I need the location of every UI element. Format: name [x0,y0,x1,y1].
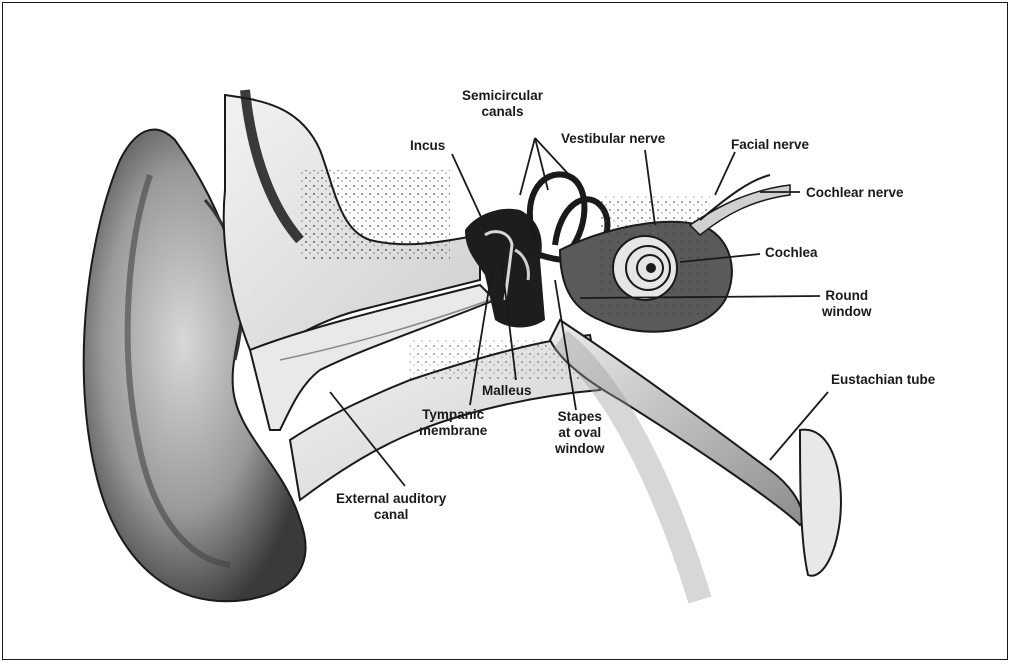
label-eustachian-tube: Eustachian tube [831,372,935,388]
label-tympanic-membrane: Tympanic membrane [419,407,487,439]
eustachian-tube [550,320,841,600]
canals-leader-line-1 [520,138,535,195]
label-semicircular-canals: Semicircular canals [462,88,543,120]
incus-leader-line [452,154,487,230]
facial-nerve-leader-line [715,152,735,195]
label-malleus: Malleus [482,383,532,399]
label-round-window: Round window [822,288,872,320]
label-cochlea: Cochlea [765,245,818,261]
label-cochlear-nerve: Cochlear nerve [806,185,904,201]
label-vestibular-nerve: Vestibular nerve [561,131,665,147]
label-stapes-oval-window: Stapes at oval window [555,409,605,457]
label-external-auditory-canal: External auditory canal [336,491,446,523]
label-incus: Incus [410,138,445,154]
label-facial-nerve: Facial nerve [731,137,809,153]
